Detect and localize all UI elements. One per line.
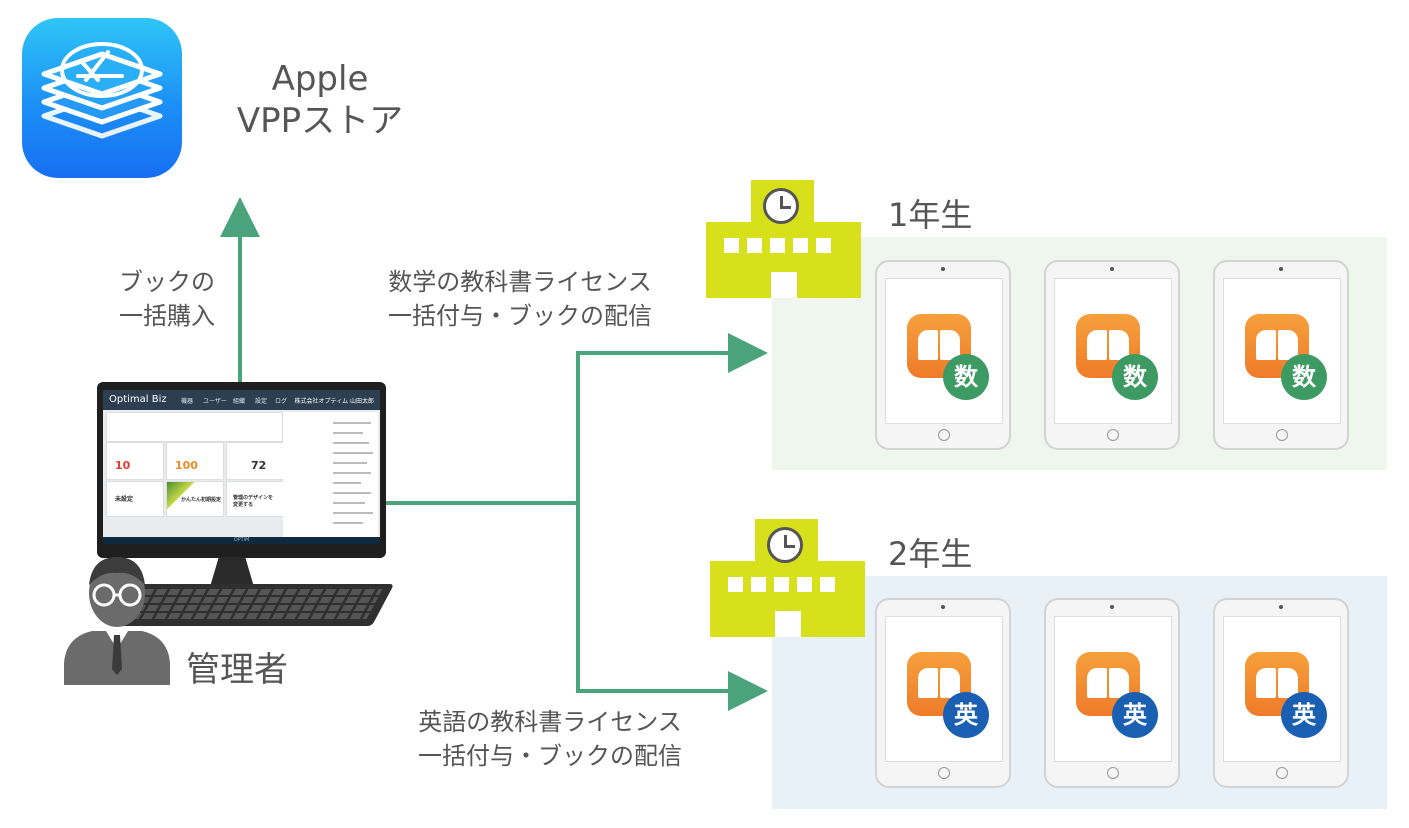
notice-card xyxy=(106,412,283,442)
console-brand: Optimal Biz xyxy=(109,394,167,405)
english-distribution-line2: 一括付与・ブックの配信 xyxy=(418,742,682,770)
stat-value-2: 100 xyxy=(175,459,198,472)
grade2-ipad: 英 xyxy=(1213,598,1349,788)
design-label: 管理のデザインを変更する xyxy=(233,495,274,508)
english-badge: 英 xyxy=(943,692,989,738)
store-title: Apple VPPストア xyxy=(210,58,430,142)
stat-value-1: 10 xyxy=(115,459,131,472)
console-sidebar xyxy=(283,412,378,538)
grade1-ipad: 数 xyxy=(875,260,1011,450)
arrow-to-grade2 xyxy=(576,503,768,711)
nav-settings[interactable]: 設定 xyxy=(255,398,268,405)
english-distribution-label: 英語の教科書ライセンス 一括付与・ブックの配信 xyxy=(380,705,720,773)
stat-card-3[interactable]: 72 xyxy=(226,442,284,480)
console-header: Optimal Biz 機器 ユーザー 組織 設定 ログ 株式会社オプティム 山… xyxy=(103,390,380,410)
arrow-to-grade1 xyxy=(576,333,768,503)
grade1-ipad: 数 xyxy=(1213,260,1349,450)
grade2-ipad: 英 xyxy=(875,598,1011,788)
english-distribution-line1: 英語の教科書ライセンス xyxy=(418,708,682,736)
nav-organization[interactable]: 組織 xyxy=(233,398,246,405)
math-distribution-line1: 数学の教科書ライセンス xyxy=(388,268,652,296)
math-badge: 数 xyxy=(1112,354,1158,400)
grade1-ipad: 数 xyxy=(1044,260,1180,450)
setting-card[interactable]: 未設定 xyxy=(106,481,164,517)
setting-value: 未設定 xyxy=(115,496,134,503)
console-company: 株式会社オプティム 山田太郎 xyxy=(294,398,374,405)
quick-setup-label: かんたん初期設定 xyxy=(181,497,222,503)
store-title-line2: VPPストア xyxy=(236,101,404,141)
school-icon xyxy=(706,180,861,298)
app-store-icon xyxy=(22,18,182,178)
administrator-label: 管理者 xyxy=(186,650,288,690)
bulk-purchase-line1: ブックの xyxy=(119,268,215,296)
english-badge: 英 xyxy=(1281,692,1327,738)
bulk-purchase-label: ブックの 一括購入 xyxy=(82,265,252,333)
console-screen: Optimal Biz 機器 ユーザー 組織 設定 ログ 株式会社オプティム 山… xyxy=(103,390,380,538)
store-title-line1: Apple xyxy=(271,59,369,99)
admin-monitor: Optimal Biz 機器 ユーザー 組織 設定 ログ 株式会社オプティム 山… xyxy=(97,382,386,558)
grade2-ipad: 英 xyxy=(1044,598,1180,788)
nav-users[interactable]: ユーザー xyxy=(203,398,227,405)
nav-devices[interactable]: 機器 xyxy=(181,398,194,405)
nav-logs[interactable]: ログ xyxy=(275,398,288,405)
stat-card-2[interactable]: 100 xyxy=(166,442,224,480)
grade2-title: 2年生 xyxy=(888,535,973,573)
administrator-icon xyxy=(64,557,170,685)
books-app-icon xyxy=(1076,314,1140,378)
school-icon xyxy=(710,519,865,637)
design-card[interactable]: 管理のデザインを変更する xyxy=(226,481,284,517)
math-distribution-line2: 一括付与・ブックの配信 xyxy=(388,302,652,330)
math-badge: 数 xyxy=(1281,354,1327,400)
quick-setup-card[interactable]: かんたん初期設定 xyxy=(166,481,224,517)
math-badge: 数 xyxy=(943,354,989,400)
bulk-purchase-line2: 一括購入 xyxy=(119,302,215,330)
math-distribution-label: 数学の教科書ライセンス 一括付与・ブックの配信 xyxy=(350,265,690,333)
stat-value-3: 72 xyxy=(251,459,267,472)
grade1-title: 1年生 xyxy=(888,196,973,234)
stat-card-1[interactable]: 10 xyxy=(106,442,164,480)
english-badge: 英 xyxy=(1112,692,1158,738)
monitor-brand: OPTiM xyxy=(103,537,380,544)
books-app-icon xyxy=(907,652,971,716)
